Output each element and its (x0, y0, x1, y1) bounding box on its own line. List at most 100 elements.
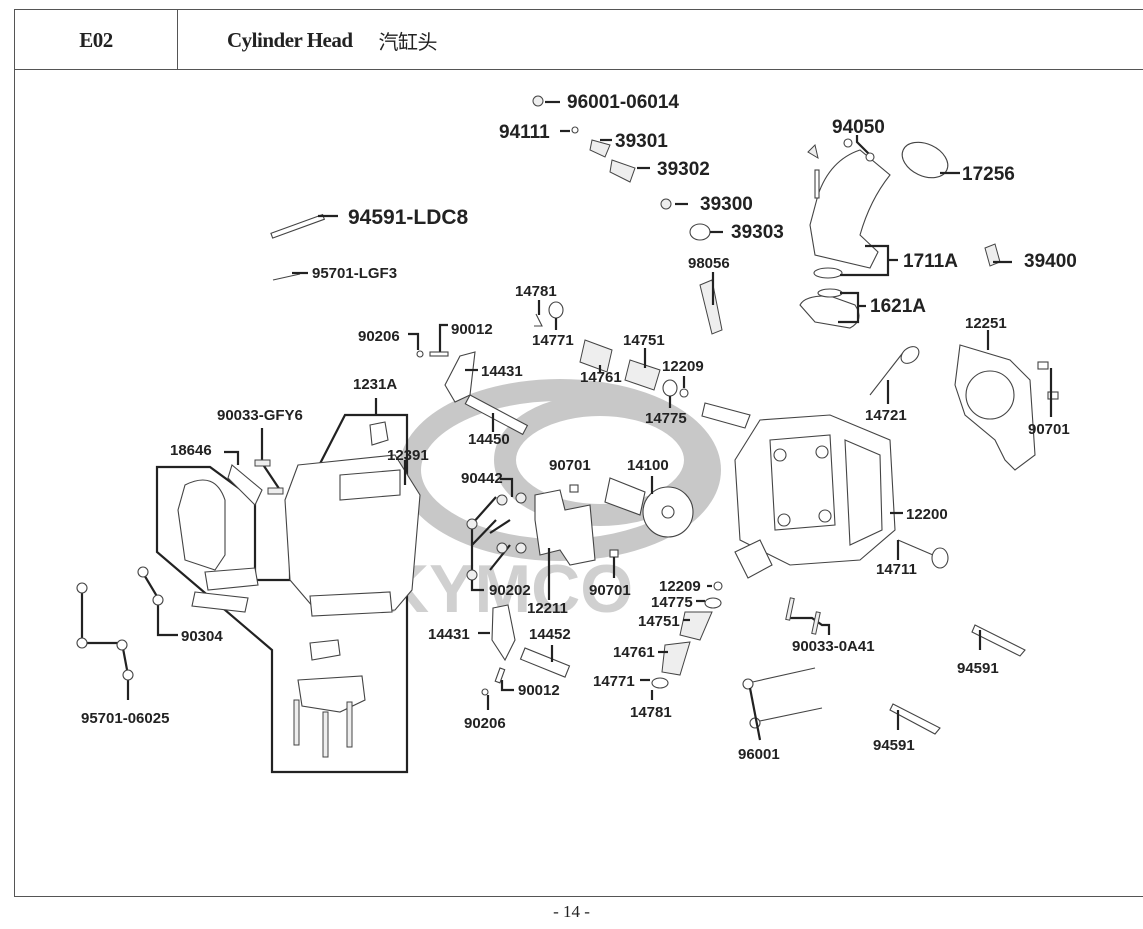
breather-cap-shape (309, 639, 341, 661)
leader-line (408, 332, 420, 350)
part-label: 12209 (659, 578, 701, 595)
part-label: 14775 (651, 594, 693, 611)
leader-line (787, 616, 831, 635)
part-label: 90701 (589, 582, 631, 599)
nut-90206-shape (416, 350, 424, 358)
gasket-bore (965, 370, 1015, 420)
part-label: 14761 (613, 644, 655, 661)
page-number: - 14 - (553, 902, 590, 921)
part-label: 90206 (464, 715, 506, 732)
part-label: 39302 (657, 159, 710, 180)
retainer-14771-shape (548, 301, 564, 319)
part-label: 90701 (1028, 421, 1070, 438)
gasket-18646-shape (227, 464, 263, 506)
part-label: 14781 (515, 283, 557, 300)
screw-shape (494, 667, 506, 684)
rocker-arm-14431-shape (444, 351, 476, 403)
part-label: 12200 (906, 506, 948, 523)
leader-line (748, 687, 762, 741)
washer-shape (515, 542, 527, 554)
part-label: 94050 (832, 117, 885, 138)
cam-holder-12211-shape (534, 489, 596, 566)
nut-94111-shape (571, 126, 579, 134)
spring-14751-shape (624, 359, 661, 391)
seat-shape (704, 597, 722, 609)
part-label: 14721 (865, 407, 907, 424)
pin-94591-shape (889, 703, 941, 735)
bolt-head-shape (116, 639, 128, 651)
part-label: 14431 (481, 363, 523, 380)
breather-pipe-part (177, 479, 259, 613)
intake-valve-head (931, 547, 949, 569)
bracket-39302-shape (609, 159, 636, 183)
bolt-head-shape (742, 678, 754, 690)
part-label: 12209 (662, 358, 704, 375)
bolt-shape (346, 701, 353, 748)
title-english: Cylinder Head (227, 27, 353, 52)
part-label: 14751 (638, 613, 680, 630)
retainer-shape (651, 677, 669, 689)
leader-line (500, 680, 514, 692)
bolt-shape (322, 711, 329, 758)
stud-shape (785, 597, 795, 621)
screw-90012-shape (429, 351, 449, 357)
part-label: 12391 (387, 447, 429, 464)
part-label: 94591 (957, 660, 999, 677)
title-chinese: 汽缸头 (378, 29, 438, 54)
part-label: 1621A (870, 296, 926, 317)
tensioner-shape (701, 402, 751, 429)
washer-shape (496, 542, 508, 554)
bolt-96001-06014-shape (532, 95, 544, 107)
part-label: 14431 (428, 626, 470, 643)
leader-line (500, 477, 514, 497)
nut-94050-shape (865, 152, 875, 162)
part-label: 14100 (627, 457, 669, 474)
part-label: 98056 (688, 255, 730, 272)
part-label: 39303 (731, 222, 784, 243)
stud-shape (254, 459, 271, 467)
part-label: 90701 (549, 457, 591, 474)
washer-shape (496, 494, 508, 506)
leader-line (142, 572, 178, 637)
leader-line (855, 135, 871, 156)
part-label: 14751 (623, 332, 665, 349)
washer-shape (515, 492, 527, 504)
part-label: 12211 (527, 600, 568, 617)
part-label: 14711 (876, 561, 917, 578)
part-label: 90033-0A41 (792, 638, 875, 655)
part-label: 90033-GFY6 (217, 407, 303, 424)
part-label: 90012 (451, 321, 493, 338)
part-label: 14771 (532, 332, 574, 349)
leader-line (438, 323, 448, 352)
nut-shape (466, 569, 478, 581)
bolt-shape (293, 699, 300, 746)
insulator-1621a-shape (799, 295, 860, 329)
dowel-shape (609, 549, 619, 558)
pin-94591-ldc8-shape (270, 213, 326, 239)
oring-39303-shape (689, 223, 711, 241)
seal-12209-shape (679, 388, 689, 398)
cylinder-head-12200-shape (734, 414, 896, 566)
leader-line (260, 428, 281, 491)
bolt-head-shape (76, 582, 88, 594)
part-label: 90304 (181, 628, 223, 645)
bracket-39301-shape (589, 139, 611, 158)
leader-line (470, 496, 511, 575)
part-label: 96001-06014 (567, 92, 679, 113)
watermark-ring-inner (494, 394, 706, 526)
spring-shape (661, 641, 691, 676)
leader-line (838, 291, 860, 324)
section-code: E02 (15, 10, 178, 70)
exhaust-valve-14721-stem (869, 349, 906, 396)
clamp-17256-shape (901, 141, 949, 179)
dowel-shape (1047, 391, 1059, 400)
dowel-shape (569, 484, 579, 493)
nut-shape (466, 518, 478, 530)
part-label: 17256 (962, 164, 1015, 185)
part-label: 14781 (630, 704, 672, 721)
rocker-arm-lower-shape (491, 604, 516, 662)
assembly-39300-shape (660, 198, 672, 210)
part-label: 90206 (358, 328, 400, 345)
oring-shape (817, 288, 843, 298)
part-label: 14771 (593, 673, 635, 690)
